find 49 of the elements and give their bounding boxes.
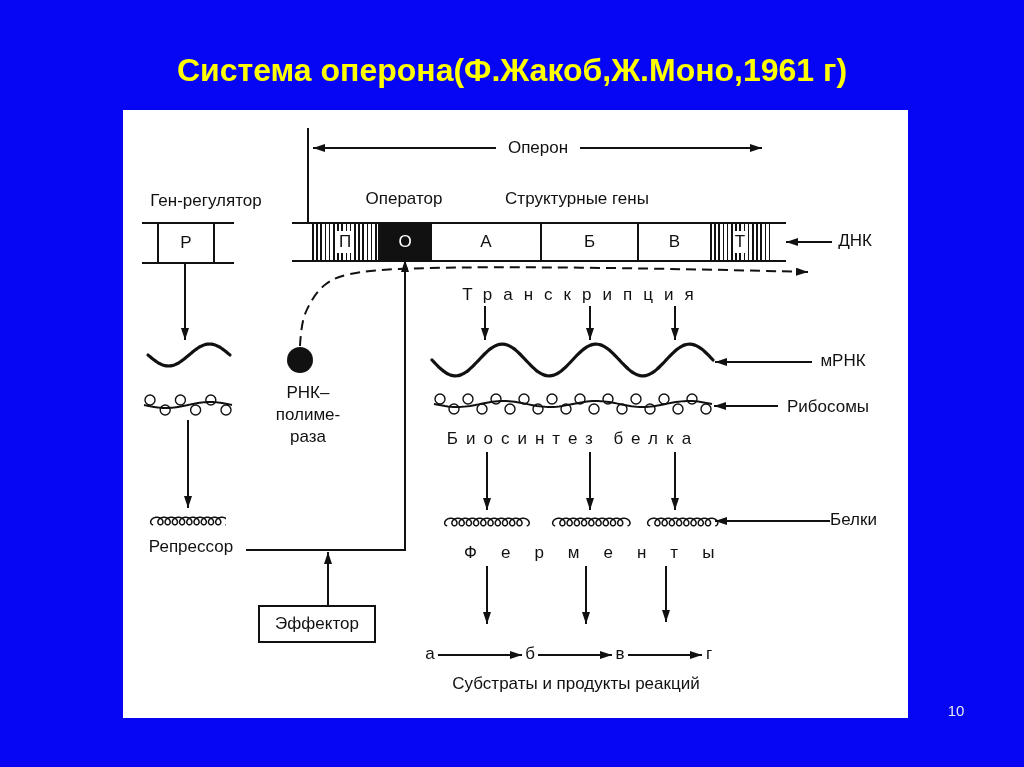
mrna-wave-drawing [430,340,715,380]
substrate-label: в [612,643,628,667]
arrow [671,305,679,341]
arrow [437,651,523,659]
hatched-segment: Т [710,224,770,260]
operator-segment: О [378,224,432,260]
gene-label: Ген-регулятор [149,190,263,212]
protein-label: Репрессор [147,536,235,558]
pointer-label: Ферменты [440,542,715,566]
arrow [586,305,594,341]
arrow [586,451,594,511]
slide-number: 10 [946,701,966,721]
gene-cell: Р [157,224,215,262]
slide-title: Система оперона(Ф.Жакоб,Ж.Моно,1961 г) [175,51,849,90]
arrow [324,551,332,606]
process-label: Биосинтез белка [445,428,701,450]
substrate-label: а [422,643,438,667]
pointer-label: мРНК [812,350,874,374]
enzyme-label: РНК–полиме- раза [274,382,342,448]
process-label: Транскрипция [440,284,716,306]
arrow [662,565,670,623]
arrow [184,419,192,509]
arrow [785,238,833,246]
dashed-arrow [299,266,809,347]
mrna-wave-drawing [146,340,232,370]
dimension-label: Оперон [506,137,570,159]
arrow [537,651,613,659]
effector-box: Эффектор [258,605,376,643]
caption-label: Субстраты и продукты реакций [451,673,701,695]
arrow [713,402,779,410]
arrow [481,305,489,341]
dna-strip [292,222,786,262]
arrow [582,565,590,625]
arrow [245,259,409,551]
region-label: Структурные гены [504,188,650,210]
substrate-label: г [702,643,716,667]
substrate-label: б [522,643,538,667]
arrow [483,451,491,511]
arrow [714,517,831,525]
region-label: Оператор [364,188,444,210]
pointer-label: Белки [830,509,876,533]
arrow [483,565,491,625]
arrow [181,263,189,341]
arrow [714,358,813,366]
arrow [627,651,703,659]
pointer-label: ДНК [832,230,878,254]
arrow [671,451,679,511]
pointer-label: Рибосомы [778,396,878,420]
hatched-segment: П [312,224,378,260]
